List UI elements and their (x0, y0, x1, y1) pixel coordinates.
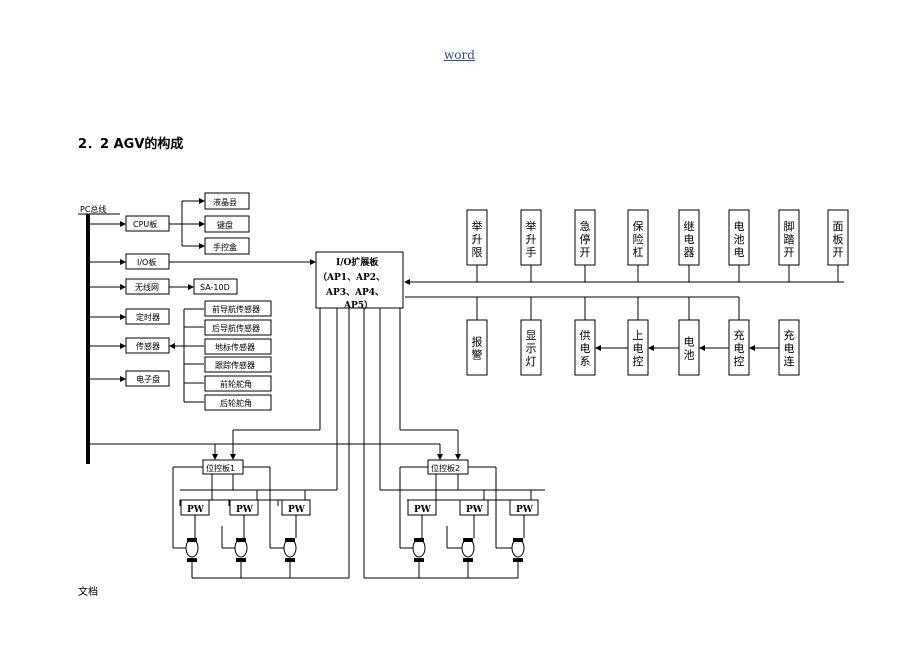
bottom-output-label-2: 显示灯 (526, 329, 537, 368)
sa10d-label: SA-10D (200, 283, 230, 292)
edisk-box (125, 370, 170, 387)
pw-label-1b: PW (236, 505, 254, 515)
io-expansion-line1: I/O扩展板 (336, 256, 379, 268)
pw-label-2b: PW (466, 505, 484, 515)
io-board-label: I/O板 (137, 257, 156, 267)
motors-group-2 (412, 538, 525, 562)
landmark-sensor (204, 338, 272, 355)
edisk-label: 电子盘 (136, 374, 160, 384)
top-input-label-1: 举升限 (472, 219, 483, 259)
position-control-board-2-label: 位控板2 (431, 463, 460, 473)
wireless-label: 无线网 (135, 282, 159, 292)
pw-label-1c: PW (288, 505, 306, 515)
pc-bus-label: PC总线 (80, 204, 106, 214)
rear-nav-sensor (204, 319, 272, 336)
handheld-box (204, 237, 250, 255)
bottom-output-label-6: 充电控 (734, 328, 745, 368)
section-heading: 2．2 AGV的构成 (78, 137, 184, 152)
front-nav-sensor (204, 300, 272, 317)
top-input-boxes (466, 209, 849, 266)
pc-bus-bar (86, 214, 90, 464)
top-input-label-6: 电池电 (734, 220, 745, 259)
cpu-board-label: CPU板 (133, 219, 157, 229)
rear-steer-angle-label: 后轮舵角 (220, 398, 252, 408)
motors-group-1 (185, 538, 297, 562)
rear-steer-angle (204, 394, 272, 411)
top-input-label-7: 脚踏开 (784, 219, 795, 259)
timer-label: 定时器 (136, 312, 160, 322)
front-steer-angle-label: 前轮舵角 (220, 379, 252, 389)
header-word-link[interactable]: word (444, 48, 475, 62)
io-expansion-board (315, 251, 404, 309)
lcd-box (204, 192, 250, 210)
handheld-label: 手控盒 (213, 242, 237, 252)
pw-boxes-group-2 (407, 499, 539, 516)
landmark-sensor-label: 地标传感器 (215, 342, 255, 352)
bottom-output-label-4: 上电控 (633, 329, 644, 368)
tracking-sensor (204, 356, 272, 373)
position-control-board-1-label: 位控板1 (206, 463, 235, 473)
io-expansion-line4: AP5） (343, 300, 373, 311)
bottom-output-label-7: 充电连 (784, 328, 795, 368)
timer-box (125, 308, 170, 325)
top-input-label-3: 急停开 (580, 219, 591, 259)
tracking-sensor-label: 跟踪传感器 (215, 360, 255, 370)
front-nav-sensor-label: 前导航传感器 (212, 304, 260, 314)
bottom-output-label-1: 报警 (472, 335, 483, 362)
footer-text: 文档 (78, 587, 98, 598)
rear-nav-sensor-label: 后导航传感器 (212, 323, 260, 333)
sa10d-box (193, 278, 238, 295)
top-input-label-4: 保险杠 (633, 219, 644, 259)
bottom-output-label-3: 供电系 (580, 328, 591, 368)
top-input-label-2: 举升手 (526, 219, 537, 259)
top-input-label-8: 面板开 (833, 220, 844, 259)
top-input-label-5: 继电器 (684, 220, 695, 259)
keyboard-label: 键盘 (217, 220, 233, 230)
sensor-label: 传感器 (136, 341, 160, 351)
bottom-output-label-5: 电池 (684, 336, 695, 362)
io-expansion-line2: （AP1、AP2、 (318, 272, 385, 283)
front-steer-angle (204, 375, 272, 392)
pw-label-1a: PW (187, 505, 205, 515)
pw-label-2c: PW (516, 505, 534, 515)
io-expansion-line3: AP3、AP4、 (325, 288, 384, 298)
keyboard-box (204, 215, 250, 233)
lcd-label: 液晶县 (213, 197, 237, 207)
pw-label-2a: PW (414, 505, 432, 515)
